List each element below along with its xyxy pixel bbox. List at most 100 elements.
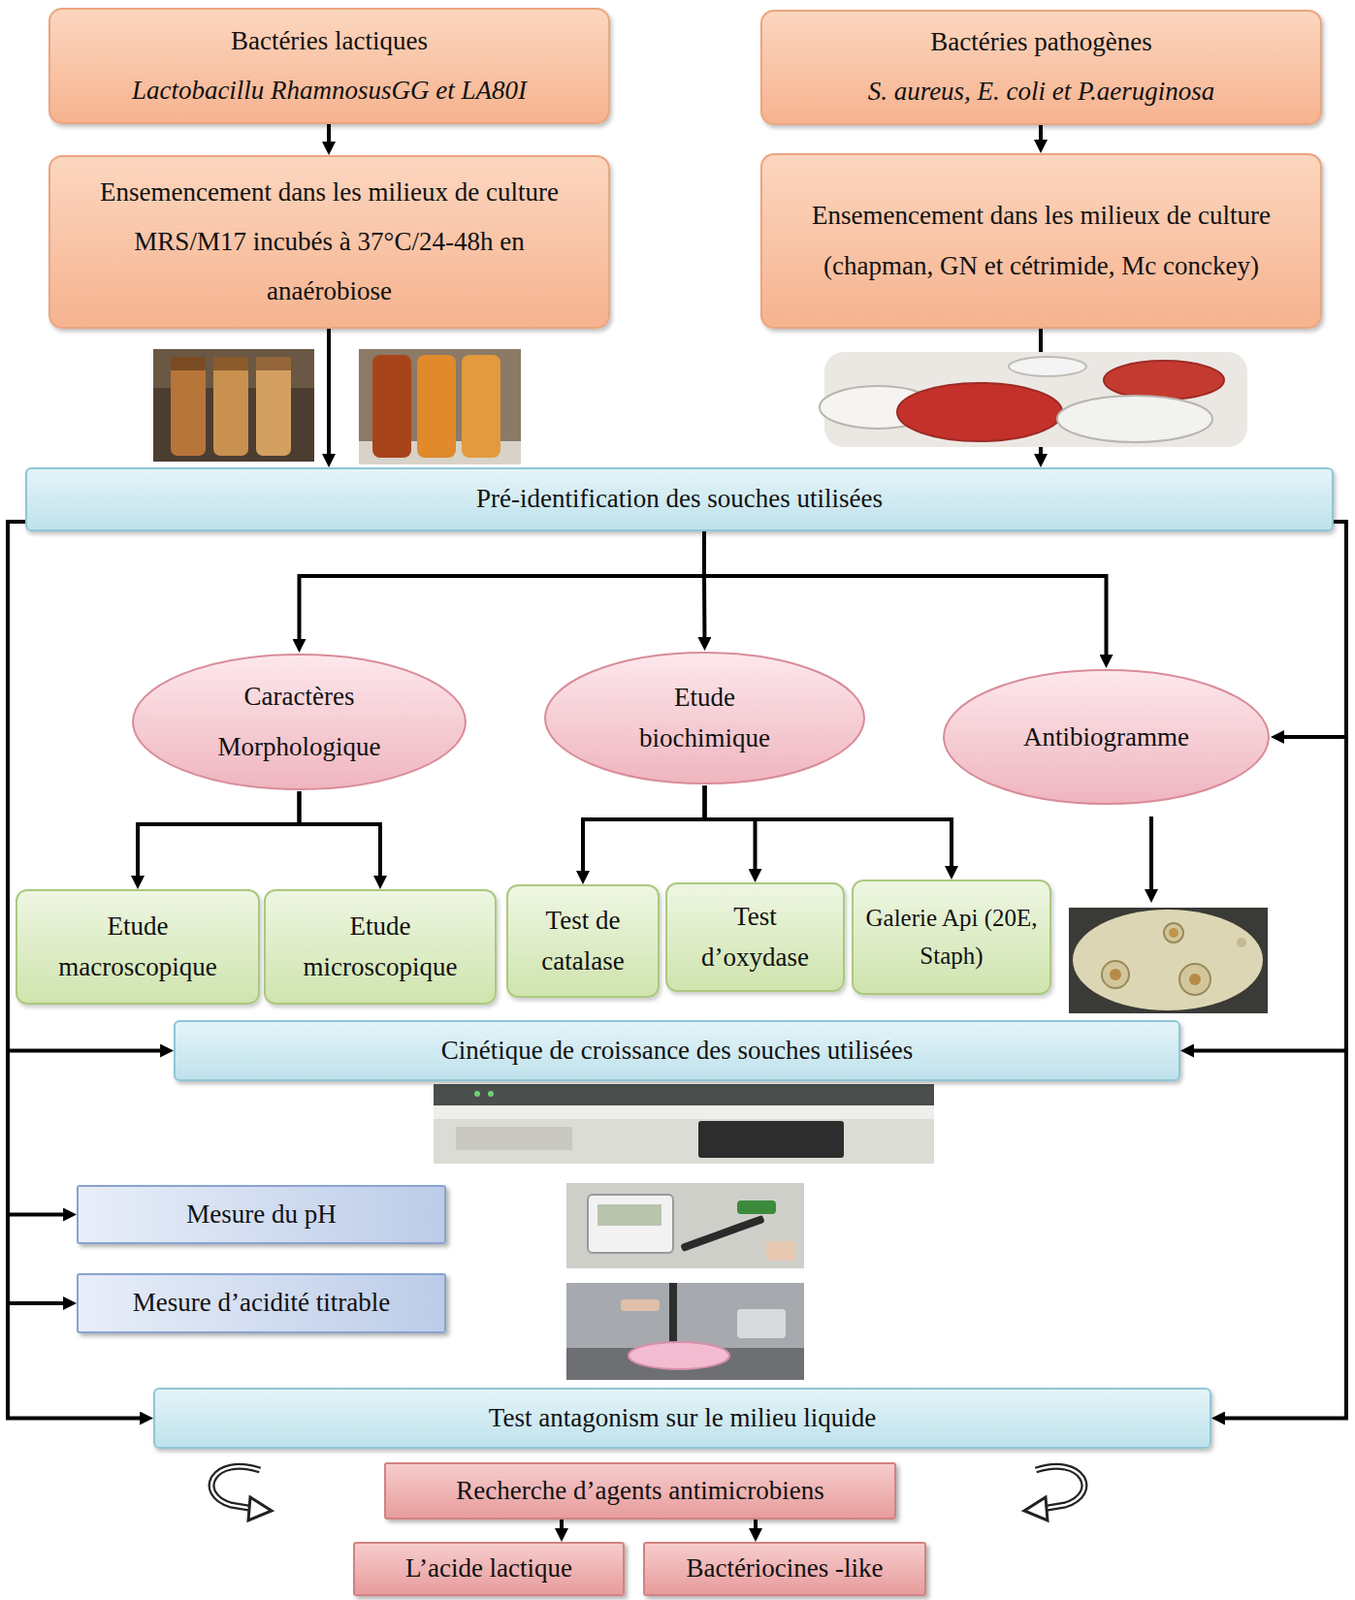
test-box: Test d’oxydase [665,882,845,993]
tubes-photo-part [372,354,412,458]
ph-meter-photo-part [597,1204,662,1226]
measure-box: Mesure d’acidité titrable [76,1273,447,1334]
test-box: Etude microscopique [263,889,497,1005]
node-text: Caractères Morphologique [197,672,402,773]
tubes-photo-part [213,356,249,371]
cycle-arrow-part [248,1497,272,1521]
titration-photo-part [669,1283,678,1352]
test-box: Test de catalase [506,884,660,999]
flow-arrow [299,791,382,885]
node-text: Etude macroscopique [31,906,245,989]
cycle-arrow-part [1024,1497,1048,1521]
petri-photo-part [1103,360,1225,400]
petri-photo-part [1008,356,1087,377]
antibiogram-photo-part [1072,909,1263,1011]
result-box: L’acide lactique [353,1542,625,1597]
step-band: Pré-identification des souches utilisées [25,467,1334,532]
flow-arrow [299,531,706,648]
result-box: Recherche d’agents antimicrobiens [384,1462,897,1520]
node-text: Recherche d’agents antimicrobiens [455,1473,824,1511]
flow-arrow [137,791,300,885]
tubes-photo [358,349,521,465]
antibiogram-photo-part [1189,973,1201,986]
node-text: Etude biochimique [617,677,793,760]
spectrophotometer-photo-part [474,1091,481,1097]
spectrophotometer-photo [433,1084,935,1164]
node-text: Mesure d’acidité titrable [132,1285,390,1323]
petri-photo [819,352,1248,448]
tubes-photo-part [417,354,456,458]
antibiogram-photo [1068,816,1268,1014]
node-text: Bactériocines -like [685,1550,883,1588]
ph-meter-photo-part [587,1194,674,1254]
process-box: Ensemencement dans les milieux de cultur… [48,155,611,329]
antibiogram-photo-part [1149,816,1154,899]
node-text: L’acide lactique [405,1550,573,1588]
flow-arrow [7,521,72,1216]
topic-ellipse: Etude biochimique [543,650,867,786]
node-text: Bactéries lactiques [230,16,428,66]
spectrophotometer-photo-part [487,1091,494,1097]
node-text: Test antagonism sur le milieu liquide [488,1400,876,1438]
tubes-photo-part [256,356,291,456]
tubes-photo-part [170,356,206,456]
spectrophotometer-photo-part [433,1105,935,1120]
tubes-photo-part [153,349,315,462]
ellipse-outline [130,652,468,792]
test-box: Galerie Api (20E, Staph) [851,879,1052,996]
topic-ellipse: Caractères Morphologique [130,652,468,792]
cycle-arrow [211,1466,272,1521]
antibiogram-photo-part [1179,964,1211,996]
ph-meter-photo [566,1183,805,1269]
spectrophotometer-photo-part [433,1084,935,1106]
node-text: Lactobacillu RhamnosusGG et LA80I [131,65,527,116]
titration-photo-part [628,1342,730,1370]
titration-photo [566,1283,805,1381]
flow-arrow [1038,125,1043,149]
strain-box: Bactéries lactiquesLactobacillu Rhamnosu… [48,7,611,125]
tubes-photo-part [358,349,521,465]
ph-meter-photo-part [566,1183,805,1269]
antibiogram-photo-part [1109,968,1122,981]
ph-meter-photo-part [766,1241,796,1261]
petri-photo-part [897,383,1063,442]
titration-photo-part [737,1309,786,1339]
result-box: Bactériocines -like [643,1542,927,1597]
node-text: Test de catalase [517,901,648,983]
node-text: Bactéries pathogènes [930,17,1153,67]
node-text: Mesure du pH [186,1196,336,1234]
titration-photo-part [566,1283,805,1381]
ph-meter-photo-part [679,1215,765,1253]
node-text: Galerie Api (20E, Staph) [864,900,1039,976]
tubes-photo-part [256,356,291,371]
process-box: Ensemencement dans les milieux de cultur… [760,153,1323,329]
antibiogram-photo-part [1236,937,1247,948]
ellipse-shape [132,654,466,790]
node-text: S. aureus, E. coli et P.aeruginosa [868,66,1216,117]
flow-arrow [753,1519,758,1538]
ellipse-outline [543,650,867,786]
titration-photo-part [620,1299,660,1312]
tubes-photo-part [170,356,206,371]
node-text: Antibiogramme [1023,717,1190,758]
step-band: Cinétique de croissance des souches util… [173,1020,1181,1082]
spectrophotometer-photo-part [455,1127,573,1151]
flow-arrow [705,785,756,878]
cycle-arrow [1024,1466,1085,1521]
flow-arrow [582,785,706,880]
spectrophotometer-photo-part [698,1121,844,1159]
measure-box: Mesure du pH [76,1185,447,1245]
step-band: Test antagonism sur le milieu liquide [153,1387,1212,1450]
flow-arrow [326,124,331,151]
petri-photo-part [1057,395,1213,443]
node-text: Ensemencement dans les milieux de cultur… [77,167,582,318]
flow-arrow [704,531,1107,664]
topic-ellipse: Antibiogramme [941,668,1271,807]
node-text: Cinétique de croissance des souches util… [441,1032,914,1070]
flow-arrow [705,785,953,875]
antibiogram-photo-part [1168,928,1179,938]
flow-arrow [559,1519,564,1538]
antibiogram-photo-part [1163,923,1184,943]
flow-arrow [1275,521,1347,738]
